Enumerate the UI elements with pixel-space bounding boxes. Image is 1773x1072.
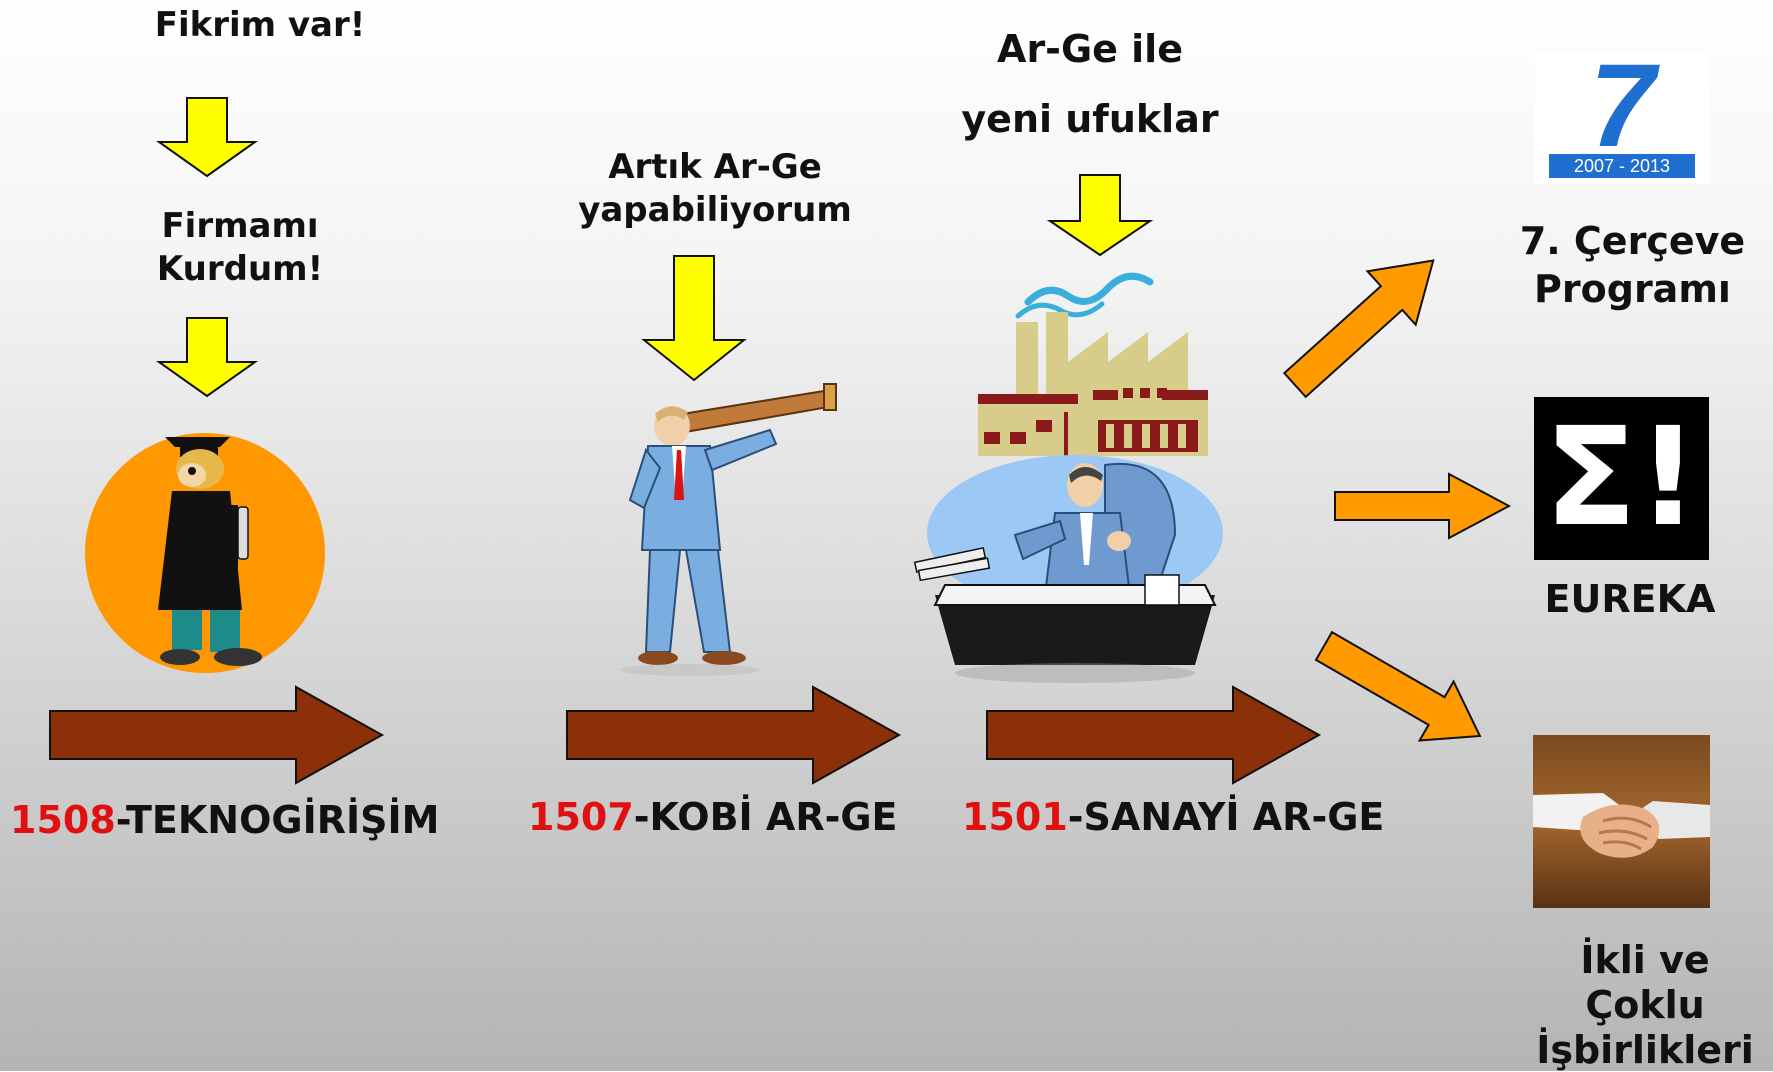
graduate-illustration xyxy=(85,433,325,673)
factory-illustration xyxy=(978,272,1208,456)
handshake-image xyxy=(1533,735,1710,908)
executive-illustration xyxy=(913,455,1223,683)
eureka-label: EUREKA xyxy=(1544,577,1716,621)
program-name: -SANAYİ AR-GE xyxy=(1067,795,1385,839)
step-founded-line1: Firmamı xyxy=(161,206,319,246)
program-1507-label: 1507-KOBİ AR-GE xyxy=(528,795,898,839)
flow-arrow-icon xyxy=(566,685,902,785)
program-number: 1508 xyxy=(10,798,116,842)
branch-arrow-down-icon xyxy=(1314,630,1482,742)
bilateral-label-line2: Çoklu xyxy=(1585,982,1705,1027)
program-name: -TEKNOGİRİŞİM xyxy=(115,798,440,842)
eureka-logo: Σ! xyxy=(1534,397,1709,560)
down-arrow-icon xyxy=(155,317,259,398)
fp7-label-line2: Programı xyxy=(1534,266,1731,311)
step-can-rnd-label: Artık Ar-Ge yapabiliyorum xyxy=(540,146,890,231)
bilateral-label: İkli ve Çoklu İşbirlikleri xyxy=(1520,938,1770,1072)
eureka-mark: Σ! xyxy=(1544,399,1699,557)
program-1508-label: 1508-TEKNOGİRİŞİM xyxy=(10,798,439,842)
bilateral-label-line3: İşbirlikleri xyxy=(1536,1027,1754,1072)
step-can-rnd-line1: Artık Ar-Ge xyxy=(608,147,822,187)
down-arrow-icon xyxy=(1046,174,1154,257)
branch-arrow-up-icon xyxy=(1282,259,1435,399)
program-number: 1501 xyxy=(962,795,1068,839)
fp7-label: 7. Çerçeve Programı xyxy=(1500,218,1765,313)
fp7-years: 2007 - 2013 xyxy=(1549,154,1695,178)
program-1501-label: 1501-SANAYİ AR-GE xyxy=(962,795,1384,839)
program-name: -KOBİ AR-GE xyxy=(633,795,898,839)
fp7-mark: 7 xyxy=(1589,40,1656,172)
program-number: 1507 xyxy=(528,795,634,839)
fp7-label-line1: 7. Çerçeve xyxy=(1519,219,1746,263)
step-horizons-label: Ar-Ge ile yeni ufuklar xyxy=(910,14,1270,155)
bilateral-label-line1: İkli ve xyxy=(1580,938,1710,982)
step-can-rnd-line2: yapabiliyorum xyxy=(578,189,852,230)
flow-arrow-icon xyxy=(986,685,1322,785)
step-founded-label: Firmamı Kurdum! xyxy=(90,205,390,290)
fp7-logo: 7 2007 - 2013 xyxy=(1535,40,1710,184)
step-horizons-line1: Ar-Ge ile xyxy=(997,27,1183,71)
branch-arrow-right-icon xyxy=(1334,472,1512,540)
down-arrow-icon xyxy=(641,255,747,382)
down-arrow-icon xyxy=(155,97,259,178)
telescope-man-illustration xyxy=(620,383,837,676)
step-idea-label: Fikrim var! xyxy=(154,5,366,45)
step-founded-line2: Kurdum! xyxy=(156,248,324,289)
flow-arrow-icon xyxy=(49,685,385,785)
step-horizons-line2: yeni ufuklar xyxy=(961,97,1219,142)
